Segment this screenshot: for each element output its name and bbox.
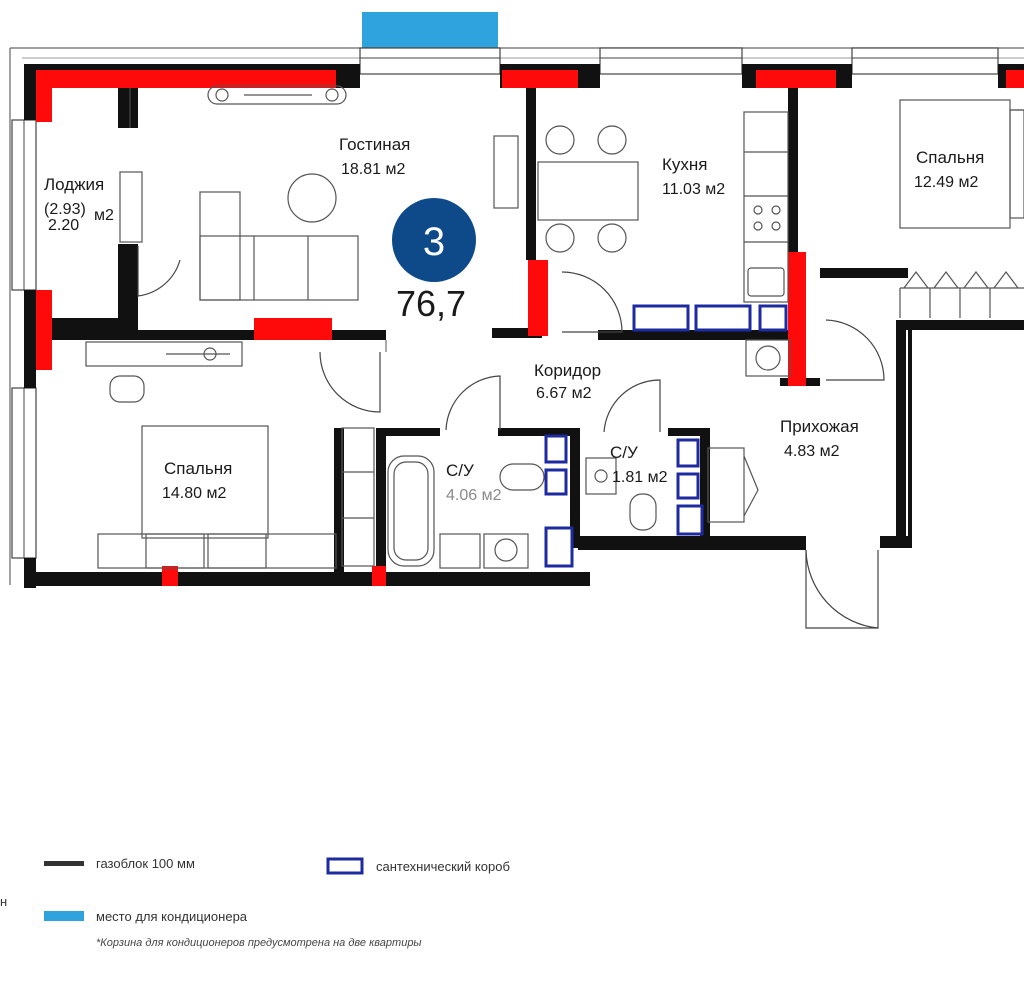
kitchen-furniture bbox=[537, 111, 791, 377]
bathroom-2-area: 1.81 м2 bbox=[612, 469, 668, 486]
loggia-area-unit: м2 bbox=[94, 207, 114, 224]
interior-lines bbox=[119, 88, 387, 352]
bathroom-1-name: С/У bbox=[446, 461, 474, 480]
bedroom-left-area: 14.80 м2 bbox=[162, 485, 226, 502]
loggia-area-alt: (2.93) bbox=[44, 201, 86, 218]
legend-ac-swatch bbox=[44, 911, 84, 921]
bathroom-2-name: С/У bbox=[610, 443, 638, 462]
hall-name: Прихожая bbox=[780, 417, 859, 436]
loggia-name: Лоджия bbox=[44, 175, 104, 194]
bedroom-right-name: Спальня bbox=[916, 148, 984, 167]
bedroom-left-name: Спальня bbox=[164, 459, 232, 478]
legend-gasblock-swatch bbox=[44, 861, 84, 866]
bedroom-right-furniture bbox=[899, 99, 1024, 318]
bedroom-left-furniture bbox=[85, 341, 375, 569]
legend-note: *Корзина для кондиционеров предусмотрена… bbox=[96, 937, 422, 949]
bathroom-1-area: 4.06 м2 bbox=[446, 487, 502, 504]
legend: газоблок 100 мм сантехнический короб мес… bbox=[0, 856, 510, 949]
sanitary-ducts bbox=[544, 304, 788, 568]
windows-top bbox=[359, 47, 999, 75]
rooms-count-badge bbox=[392, 198, 476, 282]
concrete-columns bbox=[36, 70, 1024, 586]
legend-gasblock-label: газоблок 100 мм bbox=[96, 856, 195, 871]
legend-duct-label: сантехнический короб bbox=[376, 859, 510, 874]
living-furniture bbox=[199, 85, 519, 301]
walls bbox=[24, 64, 1024, 588]
rooms-count: 3 bbox=[423, 220, 445, 264]
loggia-area: 2.20 bbox=[48, 217, 79, 234]
legend-ac-label: место для кондиционера bbox=[96, 909, 248, 924]
kitchen-area: 11.03 м2 bbox=[662, 181, 725, 198]
kitchen-name: Кухня bbox=[662, 155, 708, 174]
bedroom-right-area: 12.49 м2 bbox=[914, 174, 978, 191]
corridor-name: Коридор bbox=[534, 361, 601, 380]
doors bbox=[137, 246, 885, 629]
corridor-area: 6.67 м2 bbox=[536, 385, 592, 402]
living-room-name: Гостиная bbox=[339, 135, 410, 154]
facade-outline bbox=[9, 47, 1024, 585]
bathroom-furniture bbox=[387, 447, 759, 569]
ac-unit bbox=[362, 12, 498, 48]
total-area: 76,7 bbox=[396, 283, 466, 324]
living-room-area: 18.81 м2 bbox=[341, 161, 405, 178]
hall-area: 4.83 м2 bbox=[784, 443, 840, 460]
legend-edge-letter: н bbox=[0, 894, 7, 909]
legend-duct-swatch bbox=[326, 857, 364, 875]
